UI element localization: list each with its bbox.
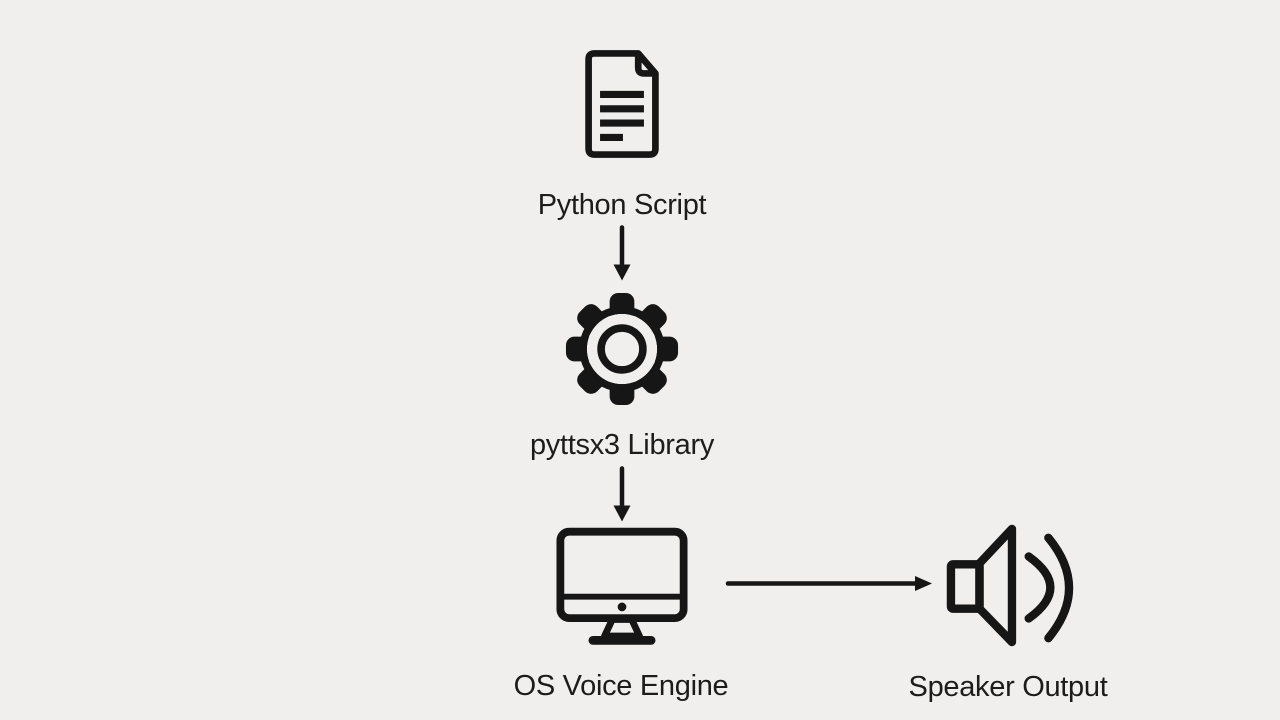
node-label-python-script: Python Script: [537, 189, 707, 221]
arrow-right-icon: [725, 576, 932, 591]
speaker-icon: [946, 524, 1074, 647]
node-label-os-voice-engine: OS Voice Engine: [513, 670, 729, 702]
arrow-down-icon: [613, 466, 631, 522]
node-label-speaker-output: Speaker Output: [908, 671, 1108, 703]
monitor-icon: [556, 527, 688, 645]
gear-icon: [565, 292, 679, 406]
document-icon: [585, 50, 659, 158]
node-label-pyttsx3-library: pyttsx3 Library: [529, 429, 715, 461]
arrow-down-icon: [613, 225, 631, 281]
